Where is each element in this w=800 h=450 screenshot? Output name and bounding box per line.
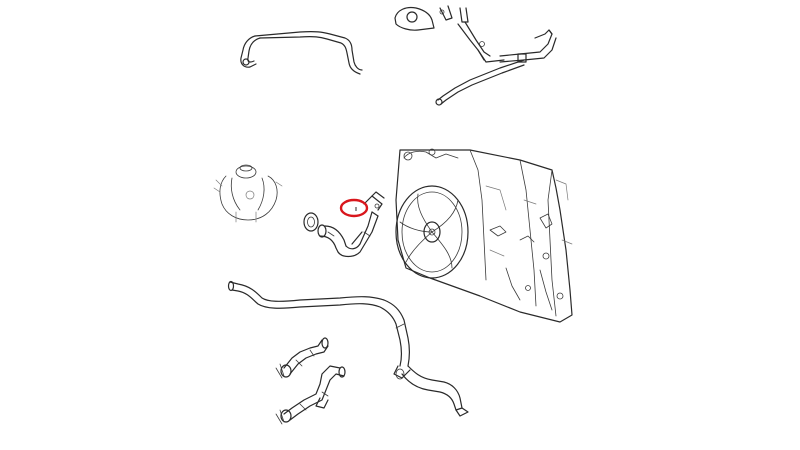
radiator-fan-shroud <box>395 148 573 323</box>
highlight-ring <box>339 198 369 218</box>
upper-coolant-pipe <box>240 31 363 75</box>
expansion-tank <box>213 164 283 223</box>
coolant-hose-assembly <box>303 191 385 258</box>
lower-coolant-pipe <box>227 280 469 417</box>
thermostat-housing <box>394 5 557 106</box>
heater-hoses <box>275 337 346 425</box>
